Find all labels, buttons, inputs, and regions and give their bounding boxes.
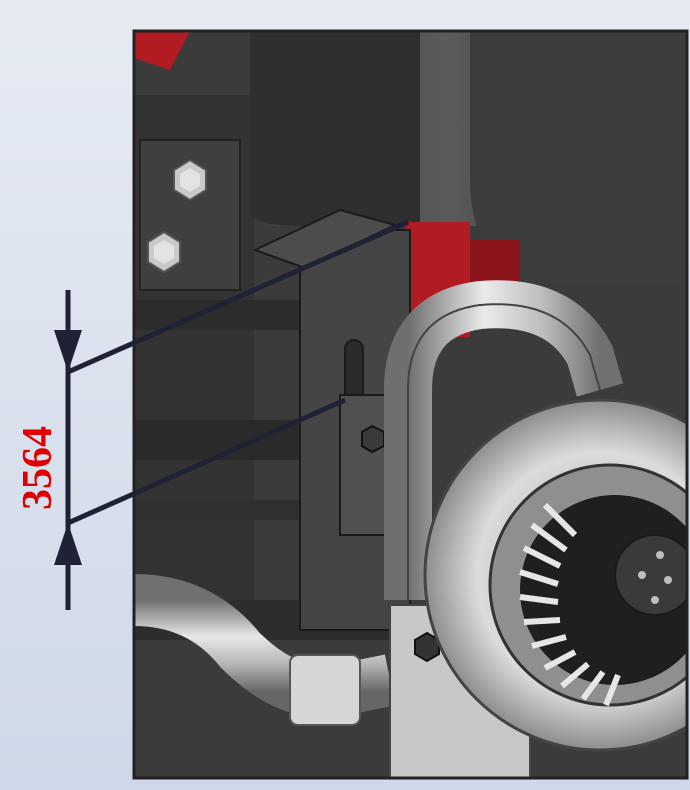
fan-hub-bolt [651,596,659,604]
fan-hub-bolt [638,571,646,579]
bracket-foot [339,394,391,536]
curved-pipe-edge [407,303,601,600]
fan-hub [614,534,687,616]
fan-blades [519,502,621,707]
arrow-up-icon [54,523,82,565]
drum-end [250,31,420,226]
red-accent-top [134,31,190,70]
view-frame [132,29,689,780]
hex-bolt [173,158,207,202]
bracket-tab [252,208,398,270]
leader-line-top [66,219,410,375]
fan-hub-bolt [656,551,664,559]
hex-bolt [147,230,181,274]
dimension-value: 3564 [15,426,61,510]
leader-line-bottom [66,397,347,526]
pipe-coupling [289,654,361,726]
machine-render [134,31,687,778]
hex-bolt [414,631,440,663]
fan-hub-bolt [664,576,672,584]
arrow-down-icon [54,330,82,372]
drum-shell [470,31,687,285]
hex-bolt [361,424,385,454]
